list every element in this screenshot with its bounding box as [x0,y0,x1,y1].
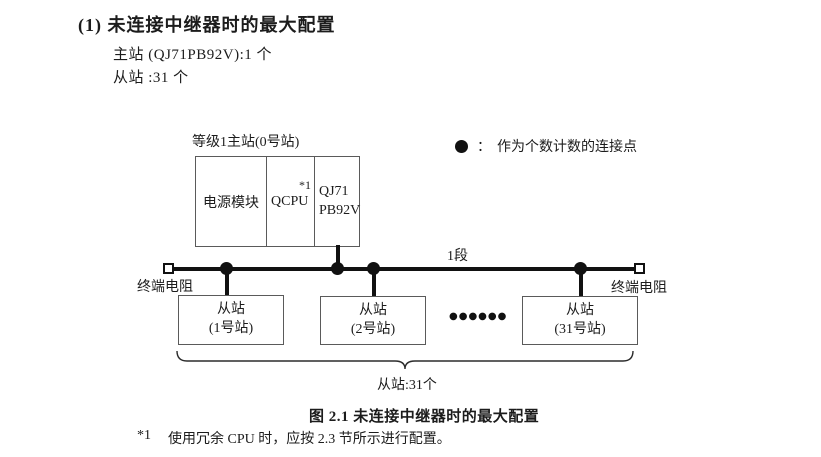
legend: ： 作为个数计数的连接点 [455,136,637,156]
bus-line [168,267,640,271]
segment-label: 1段 [447,249,468,264]
network-module-line2: PB92V [319,202,361,218]
brace [176,350,634,370]
terminator-square-left [163,263,174,274]
power-module-cell: 电源模块 [203,195,259,211]
slave-station-box-2: 从站 (2号站) [320,296,426,345]
legend-separator: ： [477,140,491,155]
footnote: *1 使用冗余 CPU 时，应按 2.3 节所示进行配置。 [137,428,451,448]
master-station-label: 等级1主站(0号站) [192,135,300,150]
terminator-square-right [634,263,645,274]
footnote-reference: *1 [299,178,311,192]
network-module-line1: QJ71 [319,183,349,199]
connection-point-dot [574,262,587,275]
connection-point-dot [220,262,233,275]
slave-count-line: 从站 :31 个 [113,70,189,86]
slave-number: (2号站) [350,321,396,337]
cpu-cell: *1 QCPU [266,157,314,246]
network-module-cell: QJ71 PB92V [314,157,361,246]
slave-station-box-31: 从站 (31号站) [522,296,638,345]
terminator-label-right: 终端电阻 [611,281,667,296]
connection-point-icon [455,139,468,153]
slave-total-label: 从站:31个 [377,378,437,393]
footnote-text: 使用冗余 CPU 时，应按 2.3 节所示进行配置。 [168,432,451,447]
master-station-box: 电源模块 *1 QCPU QJ71 PB92V [195,156,360,247]
slave-label: 从站 [566,302,594,318]
master-count-line: 主站 (QJ71PB92V):1 个 [113,47,273,63]
drop-line-slave2 [372,268,376,296]
drop-line-master [336,245,340,269]
figure-caption: 图 2.1 未连接中继器时的最大配置 [309,409,540,425]
ellipsis-dots: ●●●●●● [449,311,508,322]
connection-point-dot [331,262,344,275]
drop-line-slave31 [579,268,583,296]
slave-number: (1号站) [208,321,254,336]
connection-point-dot [367,262,380,275]
slave-station-box-1: 从站 (1号站) [178,295,284,345]
slave-number: (31号站) [554,321,606,337]
legend-text: 作为个数计数的连接点 [497,140,637,155]
slave-label: 从站 [359,302,387,318]
terminator-label-left: 终端电阻 [137,280,193,295]
drop-line-slave1 [225,268,229,296]
slave-label: 从站 [217,302,245,318]
footnote-marker: *1 [137,428,151,443]
section-heading: (1) 未连接中继器时的最大配置 [78,15,336,35]
cpu-label: QCPU [271,194,309,209]
